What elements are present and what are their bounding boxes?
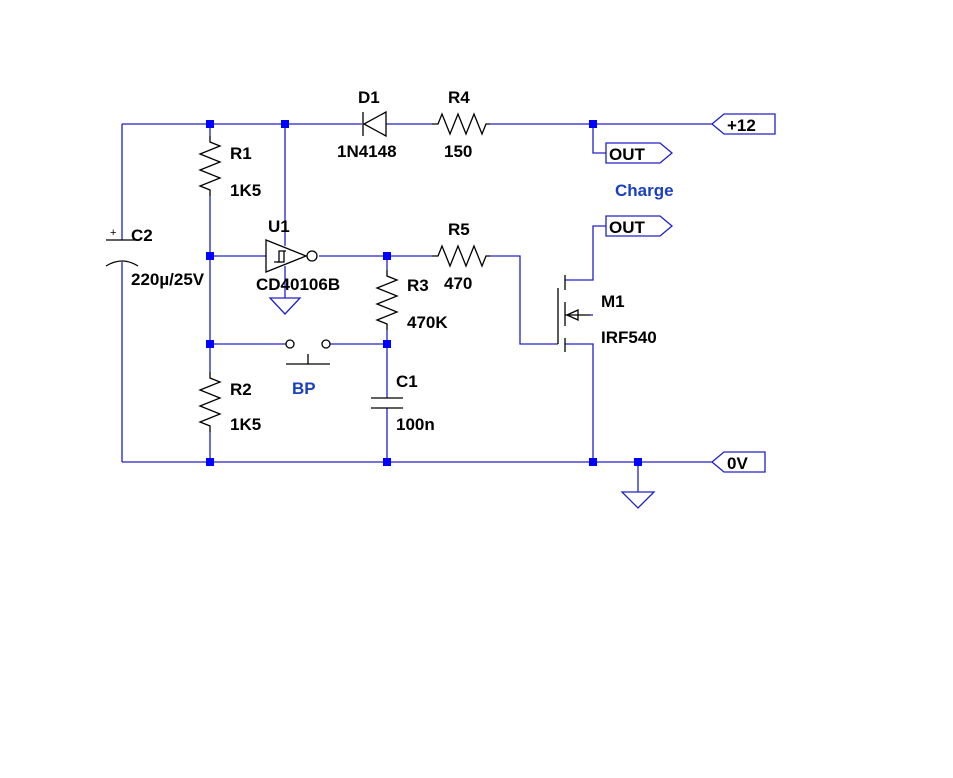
m1-ref-label: M1 <box>601 292 625 311</box>
junction-dot <box>383 252 391 260</box>
r5-ref-label: R5 <box>448 220 470 239</box>
junction-dot <box>383 340 391 348</box>
net-flag-out-top: OUT <box>605 142 674 164</box>
c2-capacitor-symbol: + <box>105 227 139 267</box>
junction-dot <box>206 340 214 348</box>
m1-mosfet-symbol <box>557 275 590 352</box>
m1-value-label: IRF540 <box>601 328 657 347</box>
d1-diode-symbol <box>362 110 387 138</box>
bp-ref-label: BP <box>292 379 316 398</box>
u1-ref-label: U1 <box>268 217 290 236</box>
net-flag-zero-v: 0V <box>710 451 766 473</box>
net-flag-plus12-text: +12 <box>727 116 756 135</box>
junctions <box>206 120 642 466</box>
u1-schmitt-inverter-symbol <box>265 239 318 273</box>
r5-value-label: 470 <box>444 274 472 293</box>
r1-ref-label: R1 <box>230 144 252 163</box>
c1-ref-label: C1 <box>396 372 418 391</box>
r1-value-label: 1K5 <box>230 181 261 200</box>
wire-drain-out <box>565 225 606 281</box>
d1-value-label: 1N4148 <box>337 142 397 161</box>
r3-value-label: 470K <box>407 313 448 332</box>
wires <box>121 123 712 492</box>
r2-value-label: 1K5 <box>230 415 261 434</box>
junction-dot <box>281 120 289 128</box>
net-flag-out-mid-text: OUT <box>609 218 646 237</box>
net-flag-out-mid: OUT <box>605 215 674 237</box>
junction-dot <box>206 458 214 466</box>
u1-value-label: CD40106B <box>256 275 340 294</box>
r2-resistor-symbol <box>198 372 222 432</box>
net-flag-zero-v-text: 0V <box>727 454 748 473</box>
junction-dot <box>589 458 597 466</box>
svg-text:+: + <box>110 227 116 239</box>
net-flag-plus12: +12 <box>710 113 776 135</box>
wire-r5-gate <box>490 255 558 345</box>
wire-source-gnd <box>565 343 594 462</box>
charge-annotation: Charge <box>615 181 674 200</box>
bp-pushbutton-symbol <box>285 339 331 365</box>
r4-ref-label: R4 <box>448 88 470 107</box>
c1-value-label: 100n <box>396 415 435 434</box>
r5-resistor-symbol <box>432 244 490 268</box>
junction-dot <box>206 120 214 128</box>
junction-dot <box>206 252 214 260</box>
r1-resistor-symbol <box>198 136 222 196</box>
r3-resistor-symbol <box>375 270 399 330</box>
c2-ref-label: C2 <box>131 226 153 245</box>
ground-icon <box>268 297 302 315</box>
c1-capacitor-symbol <box>371 397 403 409</box>
wire-out-top <box>592 124 606 154</box>
junction-dot <box>634 458 642 466</box>
d1-ref-label: D1 <box>358 88 380 107</box>
ground-icon <box>620 491 656 509</box>
r3-ref-label: R3 <box>407 276 429 295</box>
r2-ref-label: R2 <box>230 380 252 399</box>
junction-dot <box>589 120 597 128</box>
net-flag-out-top-text: OUT <box>609 145 646 164</box>
r4-resistor-symbol <box>432 112 490 136</box>
r4-value-label: 150 <box>444 142 472 161</box>
junction-dot <box>383 458 391 466</box>
c2-value-label: 220µ/25V <box>131 270 205 289</box>
